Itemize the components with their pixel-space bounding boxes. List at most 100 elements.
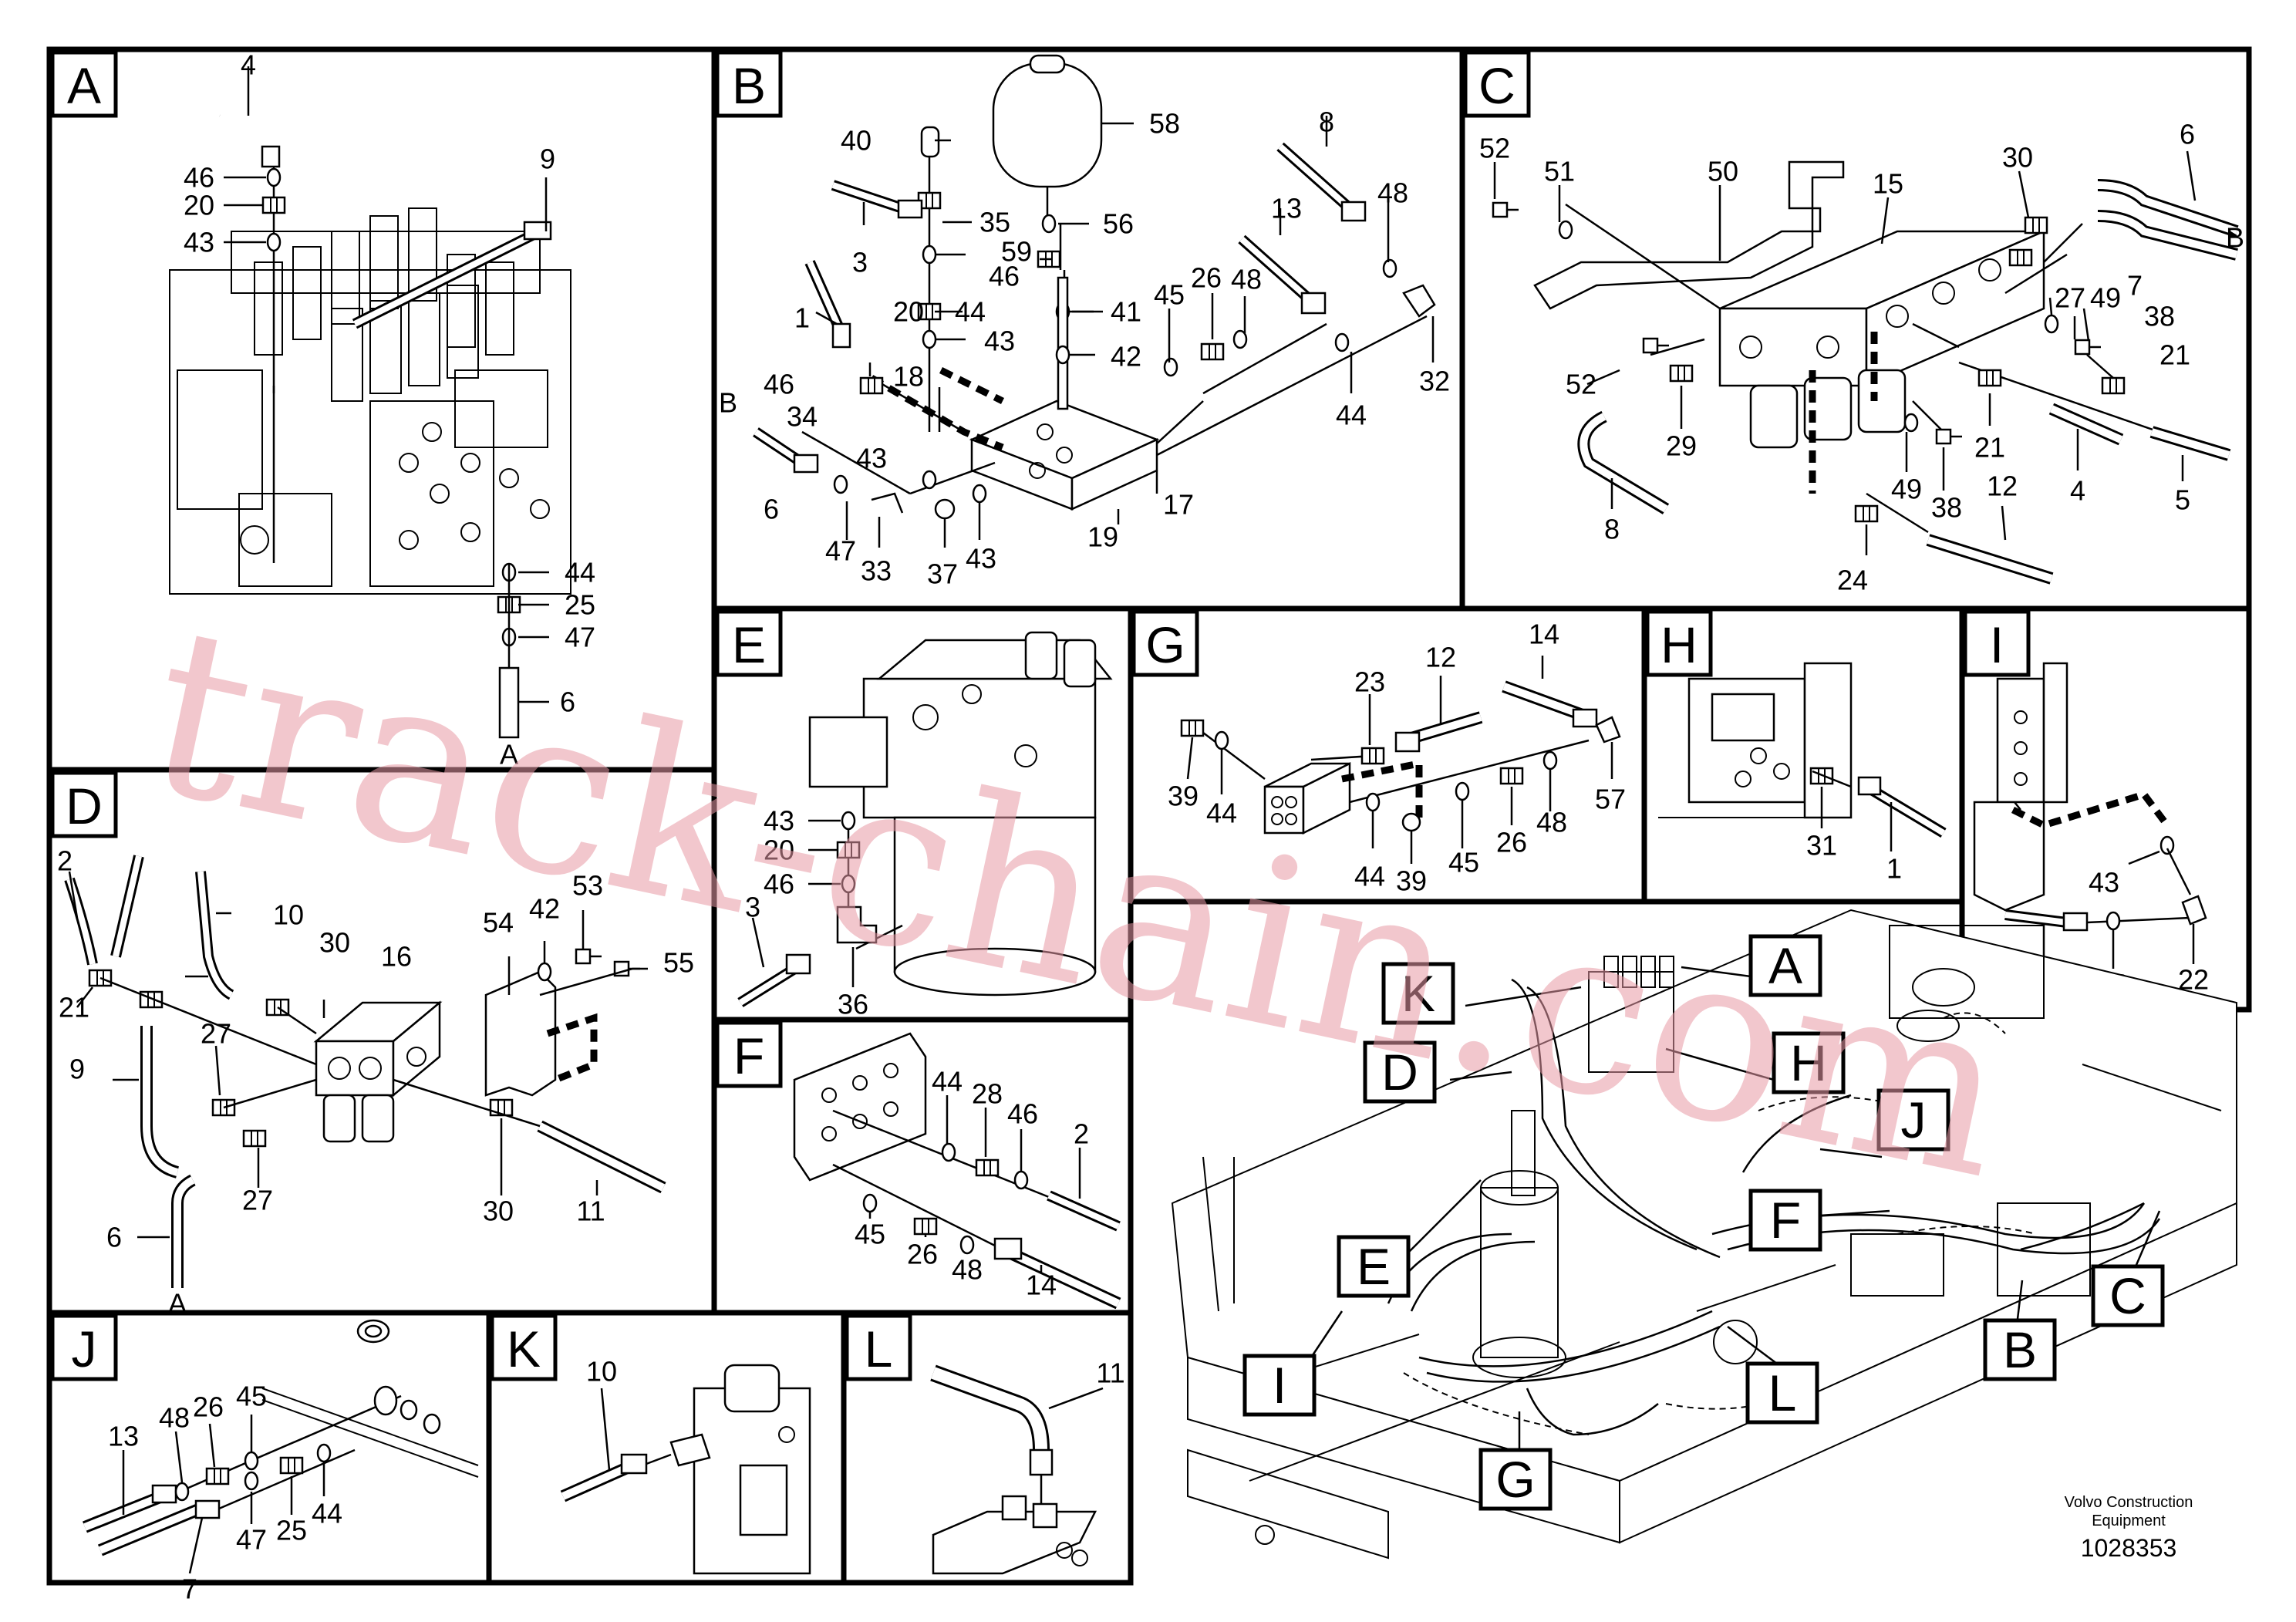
panel-letter-a: A xyxy=(67,57,101,114)
label-19-b: 19 xyxy=(1087,521,1118,553)
label-42-b: 42 xyxy=(1111,341,1141,373)
label-44-g-left: 44 xyxy=(1206,798,1237,829)
label-45-b: 45 xyxy=(1154,279,1185,311)
panel-letter-g: G xyxy=(1145,616,1185,673)
overview-machine: A K D H J F E C xyxy=(1171,909,2237,1560)
svg-text:L: L xyxy=(1768,1364,1797,1421)
label-5-c: 5 xyxy=(2175,484,2190,516)
label-44-b-upper: 44 xyxy=(955,296,986,328)
panel-letter-i: I xyxy=(1990,616,2004,673)
svg-text:K: K xyxy=(1401,965,1435,1022)
footer-drawing-number: 1028353 xyxy=(2081,1534,2177,1562)
label-16-d: 16 xyxy=(381,941,412,973)
hose-4-c xyxy=(2048,403,2124,446)
label-21-d: 21 xyxy=(59,992,89,1023)
label-43-a: 43 xyxy=(184,227,214,258)
label-47-a: 47 xyxy=(565,622,595,653)
label-54-d: 54 xyxy=(483,907,514,939)
label-44-f: 44 xyxy=(932,1066,963,1098)
label-49-c-top: 49 xyxy=(2090,282,2121,314)
svg-text:A: A xyxy=(1768,937,1802,994)
label-48-b: 48 xyxy=(1377,177,1408,209)
valve-section-h xyxy=(1658,662,1853,819)
panel-c: 52 51 50 15 30 6 B 27 49 7 38 52 29 8 21… xyxy=(1463,50,2244,596)
label-7-c: 7 xyxy=(2127,270,2143,302)
label-12-c: 12 xyxy=(1987,470,2018,502)
panel-a: 4 46 20 43 9 44 25 47 6 A A xyxy=(50,49,595,771)
label-B-end-c: B xyxy=(2226,222,2244,254)
motor-side-i xyxy=(1973,662,2068,912)
hose-7-j xyxy=(97,1499,221,1556)
manifold-16 xyxy=(313,1000,443,1143)
label-11-l: 11 xyxy=(1096,1357,1124,1389)
footer-company-line2: Equipment xyxy=(2092,1512,2166,1529)
hose-9-a xyxy=(352,221,552,329)
label-47-j: 47 xyxy=(236,1524,267,1556)
svg-text:G: G xyxy=(1495,1451,1535,1508)
label-52-c-low: 52 xyxy=(1566,369,1596,400)
label-48-g: 48 xyxy=(1536,807,1567,838)
label-31-h: 31 xyxy=(1806,830,1837,862)
panel-k: 10 K xyxy=(490,1313,811,1575)
overview-callout-b: B xyxy=(1983,1318,2057,1381)
label-4-a: 4 xyxy=(241,49,256,81)
hose-3-e xyxy=(737,953,811,1007)
label-59-b: 59 xyxy=(1001,236,1032,268)
hose-6-b xyxy=(753,427,819,474)
label-B-end-b: B xyxy=(719,387,737,419)
label-40-b: 40 xyxy=(841,125,872,157)
hose-4-a xyxy=(218,113,281,168)
hose-3-b xyxy=(831,180,923,219)
hose-9-d xyxy=(140,1026,180,1179)
overview-callout-i: I xyxy=(1242,1354,1317,1417)
label-50-c: 50 xyxy=(1708,156,1738,187)
svg-text:D: D xyxy=(1381,1044,1418,1101)
hose-14-g xyxy=(1502,680,1598,728)
panel-f: 44 28 46 2 45 26 48 14 F xyxy=(715,1020,1121,1310)
hose-2-f xyxy=(1047,1190,1121,1232)
overview-callout-a: A xyxy=(1748,934,1822,997)
label-30-d-top: 30 xyxy=(319,927,350,959)
label-48-j: 48 xyxy=(159,1402,190,1434)
hose-8-c xyxy=(1577,410,1670,514)
overview-callout-j: J xyxy=(1876,1088,1950,1152)
hose-6-c xyxy=(2097,179,2239,238)
label-43-b-lower: 43 xyxy=(966,543,996,575)
label-56-b: 56 xyxy=(1103,208,1134,240)
label-25-j: 25 xyxy=(276,1515,307,1546)
label-6-c: 6 xyxy=(2180,119,2195,150)
plate-f xyxy=(793,1032,927,1182)
label-10-k: 10 xyxy=(586,1356,617,1388)
hose-12-g xyxy=(1394,711,1483,753)
label-51-c: 51 xyxy=(1544,156,1575,187)
label-48-f: 48 xyxy=(952,1254,983,1286)
label-21-c-mid: 21 xyxy=(1974,432,2005,464)
label-14-g: 14 xyxy=(1529,619,1559,650)
label-28-f: 28 xyxy=(972,1078,1003,1110)
svg-text:J: J xyxy=(1901,1091,1927,1148)
label-36-e: 36 xyxy=(838,989,868,1020)
control-valve-a-drawing xyxy=(169,207,571,595)
overview-callout-g: G xyxy=(1478,1448,1553,1511)
label-26-b: 26 xyxy=(1191,262,1222,294)
label-20-e: 20 xyxy=(764,835,794,866)
label-43-e: 43 xyxy=(764,805,794,837)
label-3-e: 3 xyxy=(745,892,760,923)
label-43-i: 43 xyxy=(2089,867,2119,899)
label-45-j: 45 xyxy=(236,1381,267,1412)
label-26-j: 26 xyxy=(193,1391,224,1423)
label-44-a: 44 xyxy=(565,557,595,588)
label-46-f: 46 xyxy=(1007,1098,1038,1130)
label-39-g-low: 39 xyxy=(1396,865,1427,897)
label-14-f: 14 xyxy=(1026,1270,1057,1301)
label-18-b: 18 xyxy=(893,361,924,393)
label-1-b: 1 xyxy=(794,302,810,334)
label-44-b-lower: 44 xyxy=(1336,400,1367,431)
label-27-d-low: 27 xyxy=(242,1185,273,1216)
label-20-b: 20 xyxy=(893,296,924,328)
manifold-15 xyxy=(1718,230,2045,449)
panel-l: 11 L xyxy=(845,1313,1125,1575)
footer-company-line1: Volvo Construction xyxy=(2065,1494,2193,1511)
label-30-d-low: 30 xyxy=(483,1195,514,1227)
label-35-b: 35 xyxy=(979,207,1010,238)
